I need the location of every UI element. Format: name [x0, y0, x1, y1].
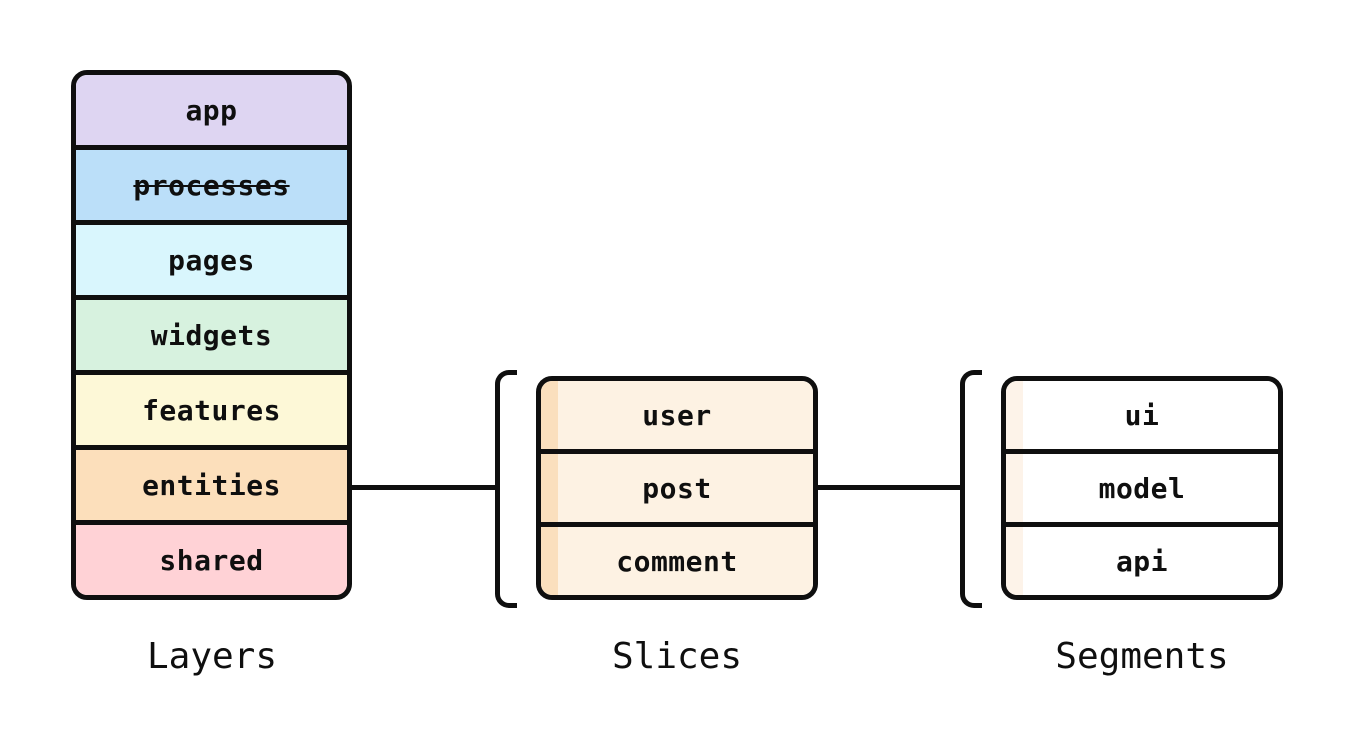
layers-row-widgets: widgets [76, 295, 347, 370]
layers-row-label: processes [133, 168, 290, 202]
layers-row-processes: processes [76, 145, 347, 220]
segments-caption: Segments [1055, 636, 1229, 677]
layers-row-label: widgets [150, 318, 273, 352]
slices-bracket [495, 370, 517, 608]
segments-row-label: ui [1124, 398, 1160, 432]
layers-row-label: app [185, 93, 238, 127]
layers-row-label: features [142, 393, 281, 427]
slices-row-label: user [642, 398, 712, 432]
layers-row-label: entities [142, 468, 281, 502]
segments-row-label: api [1115, 544, 1169, 578]
layers-row-app: app [76, 75, 347, 145]
layers-caption: Layers [146, 636, 278, 677]
connector-layers-to-slices [350, 485, 496, 490]
layers-box: app processes pages widgets features entities… [71, 70, 352, 600]
segments-row-model: model [1006, 449, 1278, 522]
segments-box: ui model api [1001, 376, 1283, 600]
slices-box: user post comment [536, 376, 818, 600]
layers-row-features: features [76, 370, 347, 445]
slices-row-label: post [642, 471, 712, 505]
layers-row-pages: pages [76, 220, 347, 295]
layers-row-label: shared [159, 543, 264, 577]
segments-bracket [960, 370, 982, 608]
connector-slices-to-segments [816, 485, 961, 490]
slices-row-post: post [541, 449, 813, 522]
layers-row-label: pages [168, 243, 255, 277]
segments-row-label: model [1098, 471, 1186, 505]
slices-row-user: user [541, 381, 813, 449]
slices-row-comment: comment [541, 522, 813, 595]
segments-row-api: api [1006, 522, 1278, 595]
layers-row-entities: entities [76, 445, 347, 520]
slices-row-label: comment [616, 544, 738, 578]
slices-caption: Slices [611, 636, 743, 677]
layers-row-shared: shared [76, 520, 347, 595]
segments-row-ui: ui [1006, 381, 1278, 449]
